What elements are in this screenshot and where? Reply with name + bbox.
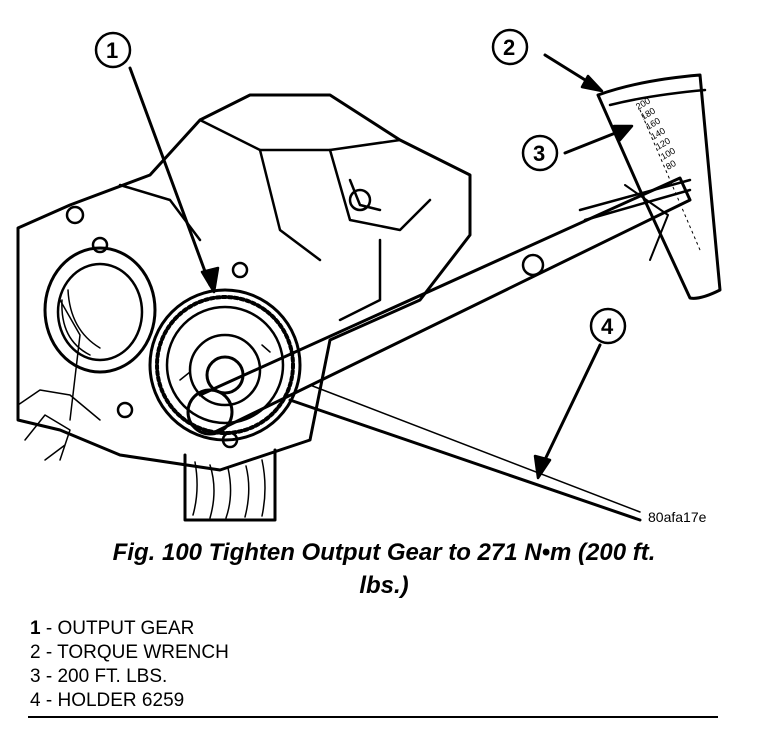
legend-item: 3 - 200 FT. LBS.	[30, 665, 229, 689]
figure-code: 80afa17e	[648, 509, 707, 525]
callout-2-label: 2	[503, 35, 515, 60]
legend-text: HOLDER 6259	[57, 690, 185, 711]
legend-number: 3	[30, 666, 41, 687]
legend-text: TORQUE WRENCH	[57, 642, 229, 663]
callout-3: 3	[521, 124, 634, 172]
caption-line-2: lbs.)	[359, 572, 409, 599]
legend-text: 200 FT. LBS.	[57, 666, 168, 687]
input-bore	[43, 246, 157, 374]
output-gear	[148, 288, 302, 442]
legend-number: 4	[30, 690, 41, 711]
callout-3-label: 3	[533, 141, 545, 166]
holder-block	[183, 448, 277, 522]
callout-1: 1	[94, 31, 220, 294]
legend-number: 1	[30, 618, 41, 639]
technical-illustration: 200 180 160 140 120 100 80 1 2 3 4 80afa…	[16, 28, 722, 525]
callout-4: 4	[533, 307, 627, 480]
figure-caption: Fig. 100 Tighten Output Gear to 271 N•m …	[0, 536, 768, 602]
legend-text: OUTPUT GEAR	[57, 618, 195, 639]
legend-number: 2	[30, 642, 41, 663]
callout-1-label: 1	[106, 38, 118, 63]
legend-separator: -	[40, 690, 58, 711]
legend-item: 1 - OUTPUT GEAR	[30, 617, 229, 641]
legend-separator: -	[40, 666, 58, 687]
legend-separator: -	[40, 618, 58, 639]
callout-2: 2	[491, 28, 604, 93]
torque-wrench	[186, 176, 692, 436]
legend-separator: -	[40, 642, 58, 663]
bottom-rule	[28, 716, 718, 718]
legend-item: 4 - HOLDER 6259	[30, 689, 229, 713]
torque-scale: 200 180 160 140 120 100 80	[596, 73, 722, 300]
holder-bar	[288, 384, 642, 522]
caption-line-1: Fig. 100 Tighten Output Gear to 271 N•m …	[112, 539, 656, 566]
legend-list: 1 - OUTPUT GEAR 2 - TORQUE WRENCH 3 - 20…	[30, 617, 229, 713]
legend-item: 2 - TORQUE WRENCH	[30, 641, 229, 665]
scale-label-80: 80	[664, 158, 678, 172]
transfer-case-housing	[16, 93, 472, 472]
callout-4-label: 4	[601, 314, 614, 339]
